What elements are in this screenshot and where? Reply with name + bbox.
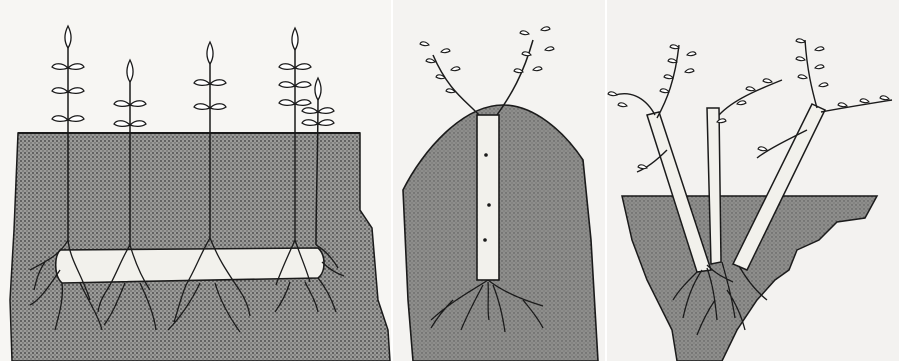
root-division-illustration — [607, 0, 899, 361]
soil-block — [10, 133, 390, 361]
horizontal-cutting-illustration — [0, 0, 391, 361]
panel-mound-layering — [393, 0, 605, 361]
mound-layering-illustration — [393, 0, 605, 361]
panel-horizontal-cutting — [0, 0, 391, 361]
soil-mound — [403, 105, 598, 361]
shoots-division — [615, 40, 892, 172]
soil-trench — [622, 196, 877, 361]
panel-root-division — [607, 0, 899, 361]
stem-cutting — [477, 115, 499, 280]
